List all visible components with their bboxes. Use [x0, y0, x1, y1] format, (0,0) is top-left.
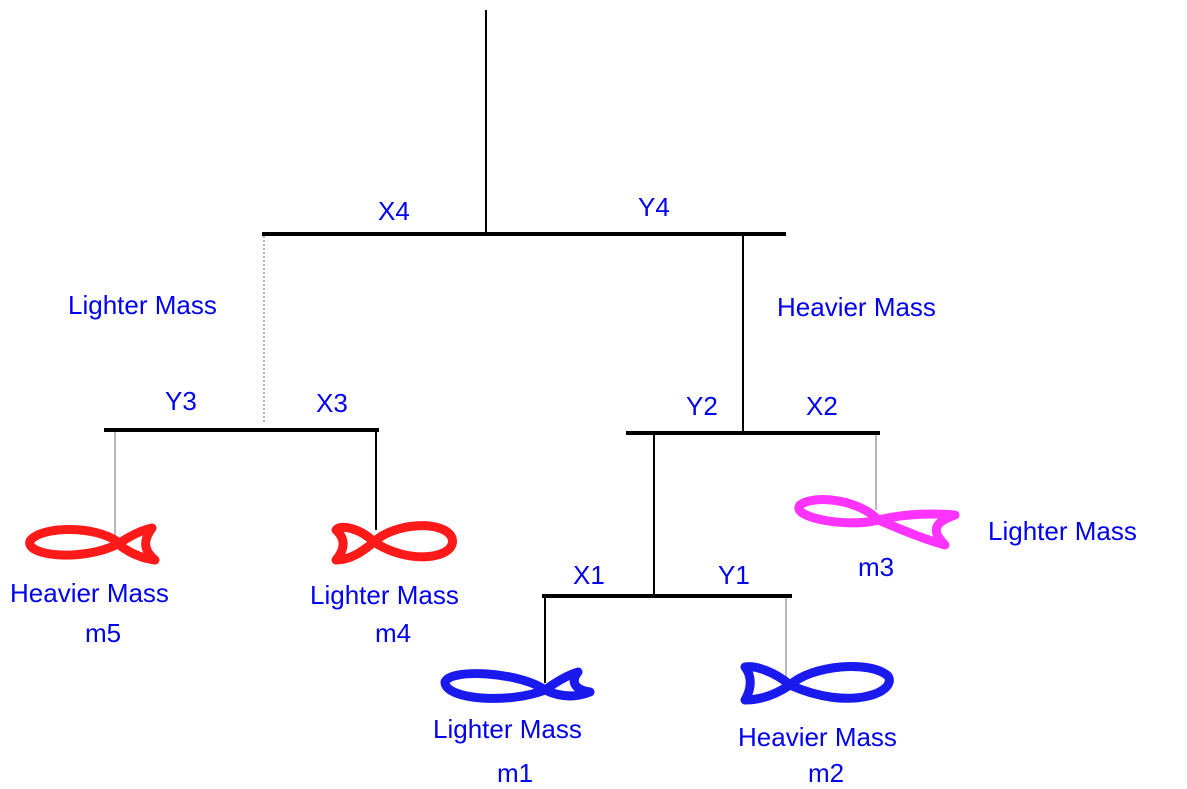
m1-name-label: m1 — [497, 758, 533, 788]
left-string-label: Lighter Mass — [68, 290, 217, 320]
arm-label-x3: X3 — [316, 388, 348, 418]
m4-name-label: m4 — [375, 618, 411, 648]
arm-label-y4: Y4 — [638, 192, 670, 222]
m5-name-label: m5 — [85, 618, 121, 648]
mass-m5-fish — [25, 523, 160, 565]
arm-label-x4: X4 — [378, 196, 410, 226]
arm-label-x2: X2 — [806, 391, 838, 421]
m2-type-label: Heavier Mass — [738, 722, 897, 752]
mass-m3-fish — [794, 495, 960, 550]
mass-m1-fish — [440, 667, 595, 703]
mass-m4-fish — [331, 521, 457, 565]
m2-name-label: m2 — [808, 758, 844, 788]
arm-label-x1: X1 — [573, 560, 605, 590]
m4-type-label: Lighter Mass — [310, 580, 459, 610]
m3-name-label: m3 — [858, 552, 894, 582]
m1-type-label: Lighter Mass — [433, 714, 582, 744]
m5-type-label: Heavier Mass — [10, 578, 169, 608]
mass-m2-fish — [740, 662, 894, 705]
arm-label-y3: Y3 — [165, 386, 197, 416]
arm-label-y2: Y2 — [686, 391, 718, 421]
m3-type-label: Lighter Mass — [988, 516, 1137, 546]
right-string-label: Heavier Mass — [777, 292, 936, 322]
arm-label-y1: Y1 — [718, 560, 750, 590]
